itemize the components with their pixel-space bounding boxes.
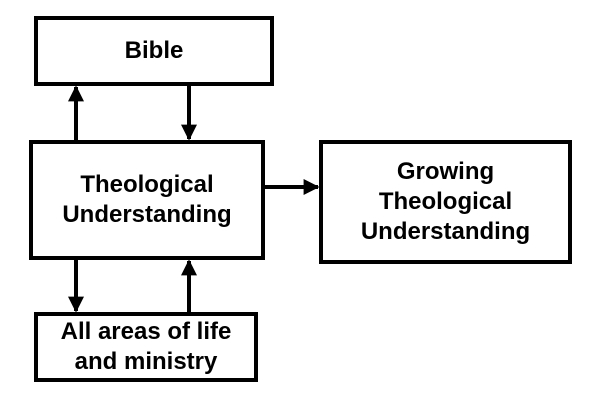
growing-theological-understanding-label: Growing Theological Understanding [360,158,531,245]
growing-theological-understanding-node: Growing Theological Understanding [319,140,572,264]
all-areas-label: All areas of life and ministry [60,318,232,375]
bible-label: Bible [124,37,184,64]
theological-understanding-label: Theological Understanding [62,171,232,228]
all-areas-node: All areas of life and ministry [34,312,258,382]
theological-understanding-node: Theological Understanding [29,140,265,260]
bible-node: Bible [34,16,274,86]
